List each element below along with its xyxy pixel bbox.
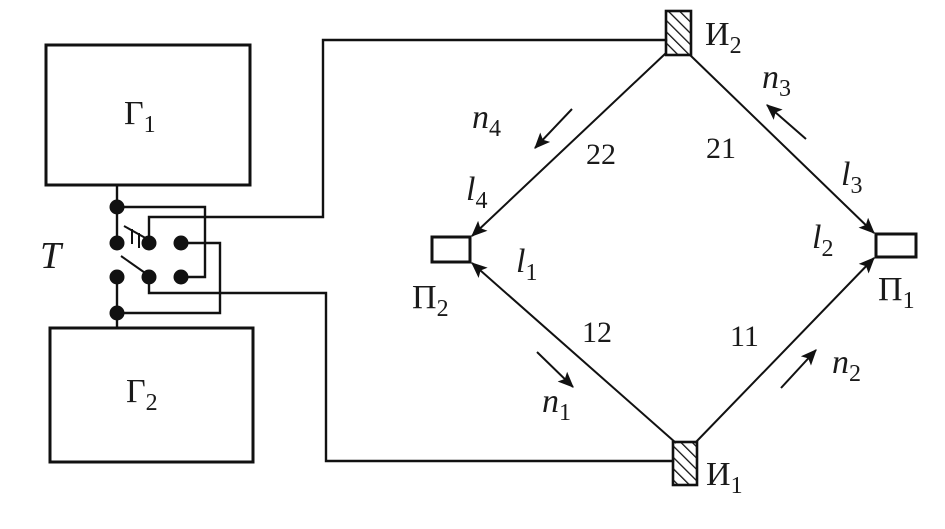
direction-n1: n1 [542,383,571,426]
length-l4: l4 [466,171,487,214]
path-12-line [471,262,677,444]
switch-node-bottom [109,305,125,321]
generator-g2: Γ2 [48,326,255,464]
receiver-p1: Π1 [874,232,918,314]
direction-n3: n3 [762,59,791,102]
generator-g2-label: Γ2 [126,373,158,416]
generator-g2-box [48,326,255,464]
generator-g1-box [44,43,252,187]
switch-blade-lower [120,255,149,276]
switch-contact-right-lower [173,269,189,285]
path-11-label: 11 [730,320,759,353]
direction-n4-arrow [534,108,573,149]
wire-loop-b [115,241,222,315]
signal-paths [471,52,875,444]
generator-g1-label: Γ1 [124,95,156,138]
length-l2: l2 [812,219,833,262]
direction-n4: n4 [472,99,501,142]
generator-g1: Γ1 [44,43,252,187]
emitter-i1-label: И1 [706,456,743,499]
wire-to-emitter-2 [147,38,668,245]
path-12-label: 12 [582,316,612,349]
switch-label: T [40,235,64,277]
path-22-line [471,52,667,237]
receiver-p1-label: Π1 [878,271,915,314]
path-21-label: 21 [706,132,736,165]
wire-to-emitter-1 [147,275,675,463]
switch-t: T [40,38,675,463]
length-l1: l1 [516,243,537,286]
receiver-p2-label: Π2 [412,279,449,322]
direction-n2: n2 [832,344,861,387]
receiver-p2-box [430,235,472,264]
receiver-p1-box [874,232,918,259]
emitter-i2-box [664,9,693,57]
emitter-i1-box [671,440,699,487]
direction-n1-arrow [536,351,574,388]
switch-contact-left-upper [109,235,125,251]
direction-n3-arrow [766,104,807,140]
emitter-i2-label: И2 [705,16,742,59]
receiver-p2: Π2 [412,235,472,322]
switch-contact-right-upper [173,235,189,251]
path-21-line [689,54,875,234]
emitter-i1: И1 [671,440,743,499]
path-11-line [694,257,875,444]
emitter-i2: И2 [664,9,742,59]
path-22-label: 22 [586,138,616,171]
switch-node-top [109,199,125,215]
switch-contact-mid-lower [141,269,157,285]
switch-contact-left-lower [109,269,125,285]
direction-n2-arrow [780,349,817,389]
length-l3: l3 [841,156,862,199]
switch-contact-mid-upper [141,235,157,251]
